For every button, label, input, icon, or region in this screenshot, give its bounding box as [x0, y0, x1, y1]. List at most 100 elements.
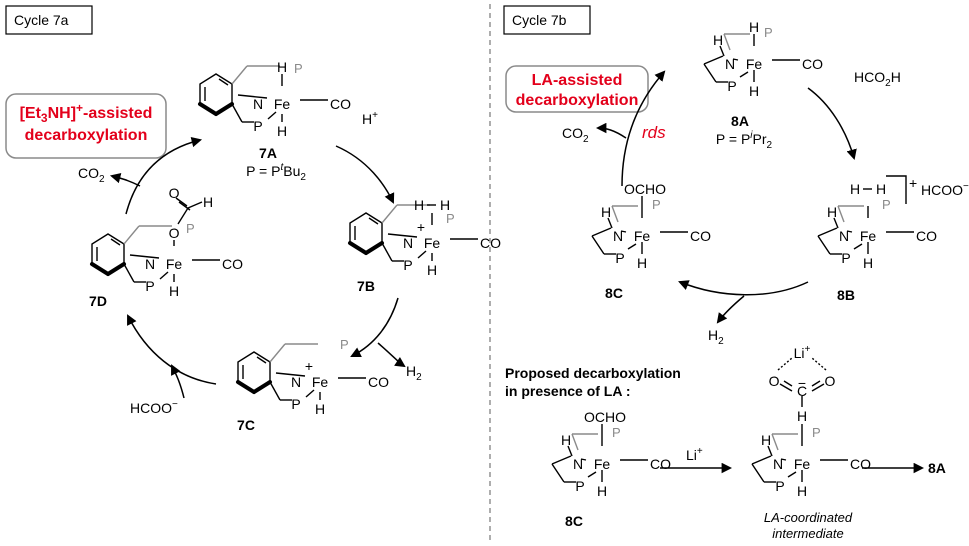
arrow-7B-to-7C [350, 297, 399, 357]
svg-text:Fe: Fe [746, 56, 763, 72]
intermediate-caption-line1: LA-coordinated [764, 510, 853, 525]
compound-7D: N Fe CO P O O H H P [90, 185, 243, 299]
svg-text:P: P [253, 118, 262, 134]
label-8C: 8C [605, 285, 623, 301]
svg-text:H: H [414, 197, 424, 213]
cation-bracket-8B [886, 175, 907, 204]
compound-7C: N Fe + CO P H P [236, 337, 389, 417]
cycle-7a-title-box [5, 5, 93, 35]
arrow-co2-release-7a [109, 172, 141, 187]
svg-text:Li+: Li+ [794, 344, 811, 361]
reagent-formate-7a: HCOO− [130, 399, 178, 416]
svg-text:Fe: Fe [312, 374, 329, 390]
la-assisted-label-line1: LA-assisted [532, 72, 623, 89]
compound-8B: N H Fe CO H H P H P [817, 181, 937, 271]
svg-text:O: O [769, 373, 780, 389]
et3nh-assisted-label-box [5, 93, 167, 159]
svg-text:Fe: Fe [634, 228, 651, 244]
reagent-formic-acid: HCO2H [854, 69, 901, 89]
svg-text:C: C [797, 383, 807, 399]
label-7D: 7D [89, 293, 107, 309]
svg-text:H: H [277, 59, 287, 75]
svg-text:H: H [277, 123, 287, 139]
svg-text:CO: CO [330, 96, 351, 112]
svg-text:O: O [825, 373, 836, 389]
arrow-h2-release-7a [377, 342, 406, 368]
svg-text:H: H [713, 32, 723, 48]
svg-text:H: H [597, 483, 607, 499]
svg-text:P: P [841, 250, 850, 266]
svg-text:N: N [839, 228, 849, 244]
svg-text:P: P [612, 425, 621, 440]
svg-text:H: H [863, 255, 873, 271]
svg-text:H: H [749, 19, 759, 35]
svg-text:CO: CO [480, 235, 501, 251]
svg-text:P: P [446, 211, 455, 226]
svg-text:H: H [797, 408, 807, 424]
svg-text:H: H [601, 204, 611, 220]
svg-text:H: H [850, 181, 860, 197]
svg-text:H: H [169, 283, 179, 299]
la-assisted-label-line2: decarboxylation [516, 92, 639, 109]
svg-text:H: H [797, 483, 807, 499]
svg-text:P: P [291, 396, 300, 412]
la-assisted-label-box [505, 65, 649, 113]
svg-text:Fe: Fe [274, 96, 291, 112]
svg-text:H: H [315, 401, 325, 417]
arrow-7D-to-7A [125, 136, 203, 215]
la-coordinated-intermediate: N H Fe CO H C − O O Li+ P H P [751, 344, 871, 499]
ligand-definition-7a: P = PtBu2 [246, 162, 306, 183]
reagent-hplus: H+ [362, 110, 378, 127]
et3nh-assisted-label-line2: decarboxylation [25, 127, 148, 144]
svg-text:OCHO: OCHO [624, 181, 666, 197]
proposed-decarboxylation-heading-line1: Proposed decarboxylation [505, 365, 681, 381]
svg-text:P: P [615, 250, 624, 266]
svg-text:P: P [764, 25, 773, 40]
arrow-8A-to-8B [807, 87, 857, 161]
svg-text:P: P [145, 278, 154, 294]
compound-8A: N H Fe CO H P H P [703, 19, 823, 99]
arrow-formate-entry [171, 364, 185, 399]
svg-text:N: N [725, 56, 735, 72]
arrow-8B-to-8C [678, 280, 809, 296]
svg-text:H: H [561, 432, 571, 448]
et3nh-assisted-label-line1: [Et3NH]+-assisted [20, 101, 153, 125]
svg-text:Fe: Fe [424, 235, 441, 251]
compound-7B: N Fe + CO H H P H P [348, 197, 501, 278]
label-7B: 7B [357, 278, 375, 294]
svg-text:Fe: Fe [594, 456, 611, 472]
svg-text:N: N [773, 456, 783, 472]
rds-label: rds [642, 123, 666, 142]
arrow-8C-to-8A [621, 70, 666, 187]
svg-text:+: + [417, 219, 425, 235]
svg-text:N: N [403, 235, 413, 251]
svg-text:CO: CO [222, 256, 243, 272]
svg-text:P: P [340, 337, 349, 352]
arrow-h2-release-7b [716, 295, 745, 324]
arrow-7A-to-7B [335, 145, 395, 204]
svg-text:P: P [403, 257, 412, 273]
compound-7A: N Fe CO H H P P [198, 59, 351, 139]
svg-text:P: P [294, 61, 303, 76]
svg-text:H: H [440, 197, 450, 213]
ligand-definition-7b: P = PiPr2 [716, 130, 773, 151]
arrow-co2-release-7b [595, 122, 627, 139]
svg-text:CO: CO [802, 56, 823, 72]
byproduct-h2-7a: H2 [406, 363, 422, 383]
svg-text:P: P [812, 425, 821, 440]
svg-text:P: P [775, 478, 784, 494]
svg-text:CO: CO [690, 228, 711, 244]
svg-text:H: H [749, 83, 759, 99]
compound-8C-bottom: N H Fe CO OCHO P H P [551, 409, 671, 499]
svg-text:Fe: Fe [860, 228, 877, 244]
svg-text:H: H [876, 181, 886, 197]
byproduct-co2-7b: CO2 [562, 125, 589, 145]
svg-text:Fe: Fe [794, 456, 811, 472]
arrow-7C-to-7D [127, 314, 217, 385]
intermediate-caption-line2: intermediate [772, 526, 844, 541]
svg-text:H: H [827, 204, 837, 220]
proposed-decarboxylation-heading-line2: in presence of LA : [505, 383, 631, 399]
counterion-8B: HCOO− [921, 181, 969, 198]
svg-text:CO: CO [916, 228, 937, 244]
